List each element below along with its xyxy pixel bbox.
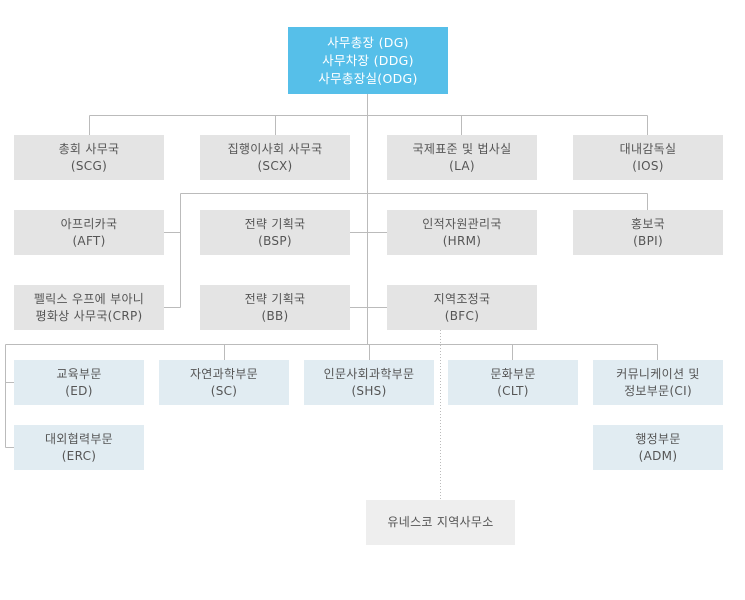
box-code: (BFC) bbox=[444, 308, 480, 323]
box-name: 문화부문 bbox=[490, 366, 536, 381]
box-code: (CLT) bbox=[497, 383, 529, 398]
ed-sector-box: 교육부문 (ED) bbox=[14, 360, 144, 405]
scx-box: 집행이사회 사무국 (SCX) bbox=[200, 135, 350, 180]
box-code: (IOS) bbox=[632, 158, 664, 173]
la-box: 국제표준 및 법사실 (LA) bbox=[387, 135, 537, 180]
hrm-box: 인적자원관리국 (HRM) bbox=[387, 210, 537, 255]
bsp-box: 전략 기획국 (BSP) bbox=[200, 210, 350, 255]
aft-box: 아프리카국 (AFT) bbox=[14, 210, 164, 255]
field-office-box: 유네스코 지역사무소 bbox=[366, 500, 515, 545]
shs-sector-box: 인문사회과학부문 (SHS) bbox=[304, 360, 434, 405]
box-code: (BPI) bbox=[633, 233, 663, 248]
box-code: (SHS) bbox=[351, 383, 387, 398]
bb-box: 전략 기획국 (BB) bbox=[200, 285, 350, 330]
box-name: 인적자원관리국 bbox=[422, 216, 502, 231]
odg-label: 사무총장실(ODG) bbox=[318, 70, 418, 86]
box-code: (SC) bbox=[210, 383, 238, 398]
box-name: 전략 기획국 bbox=[244, 291, 306, 306]
box-name: 총회 사무국 bbox=[58, 141, 120, 156]
box-name: 전략 기획국 bbox=[244, 216, 306, 231]
adm-sector-box: 행정부문 (ADM) bbox=[593, 425, 723, 470]
box-code: (AFT) bbox=[72, 233, 106, 248]
box-code: 정보부문(CI) bbox=[624, 383, 692, 398]
box-name: 교육부문 bbox=[56, 366, 102, 381]
box-code: (BB) bbox=[261, 308, 289, 323]
box-code: (SCX) bbox=[257, 158, 293, 173]
box-code: (ERC) bbox=[61, 448, 97, 463]
box-code: (LA) bbox=[449, 158, 475, 173]
box-name: 인문사회과학부문 bbox=[323, 366, 415, 381]
box-name: 행정부문 bbox=[635, 431, 681, 446]
clt-sector-box: 문화부문 (CLT) bbox=[448, 360, 578, 405]
box-name: 유네스코 지역사무소 bbox=[387, 515, 494, 529]
ios-box: 대내감독실 (IOS) bbox=[573, 135, 723, 180]
box-name: 펠릭스 우프에 부아니 bbox=[33, 291, 145, 306]
crp-box: 펠릭스 우프에 부아니 평화상 사무국(CRP) bbox=[14, 285, 164, 330]
bpi-box: 홍보국 (BPI) bbox=[573, 210, 723, 255]
ddg-label: 사무차장 (DDG) bbox=[322, 52, 414, 68]
box-code: 평화상 사무국(CRP) bbox=[35, 308, 143, 323]
scg-box: 총회 사무국 (SCG) bbox=[14, 135, 164, 180]
bfc-box: 지역조정국 (BFC) bbox=[387, 285, 537, 330]
box-code: (BSP) bbox=[258, 233, 292, 248]
box-name: 아프리카국 bbox=[60, 216, 118, 231]
box-name: 지역조정국 bbox=[433, 291, 491, 306]
box-name: 집행이사회 사무국 bbox=[227, 141, 323, 156]
box-name: 국제표준 및 법사실 bbox=[412, 141, 512, 156]
dg-label: 사무총장 (DG) bbox=[327, 34, 409, 50]
sc-sector-box: 자연과학부문 (SC) bbox=[159, 360, 289, 405]
box-name: 대내감독실 bbox=[619, 141, 677, 156]
box-code: (HRM) bbox=[442, 233, 482, 248]
box-code: (SCG) bbox=[70, 158, 108, 173]
ci-sector-box: 커뮤니케이션 및 정보부문(CI) bbox=[593, 360, 723, 405]
erc-sector-box: 대외협력부문 (ERC) bbox=[14, 425, 144, 470]
box-name: 대외협력부문 bbox=[44, 431, 114, 446]
box-code: (ADM) bbox=[638, 448, 678, 463]
director-general-box: 사무총장 (DG) 사무차장 (DDG) 사무총장실(ODG) bbox=[288, 27, 448, 94]
box-name: 홍보국 bbox=[630, 216, 666, 231]
box-name: 자연과학부문 bbox=[189, 366, 259, 381]
box-name: 커뮤니케이션 및 bbox=[616, 366, 700, 381]
box-code: (ED) bbox=[65, 383, 93, 398]
